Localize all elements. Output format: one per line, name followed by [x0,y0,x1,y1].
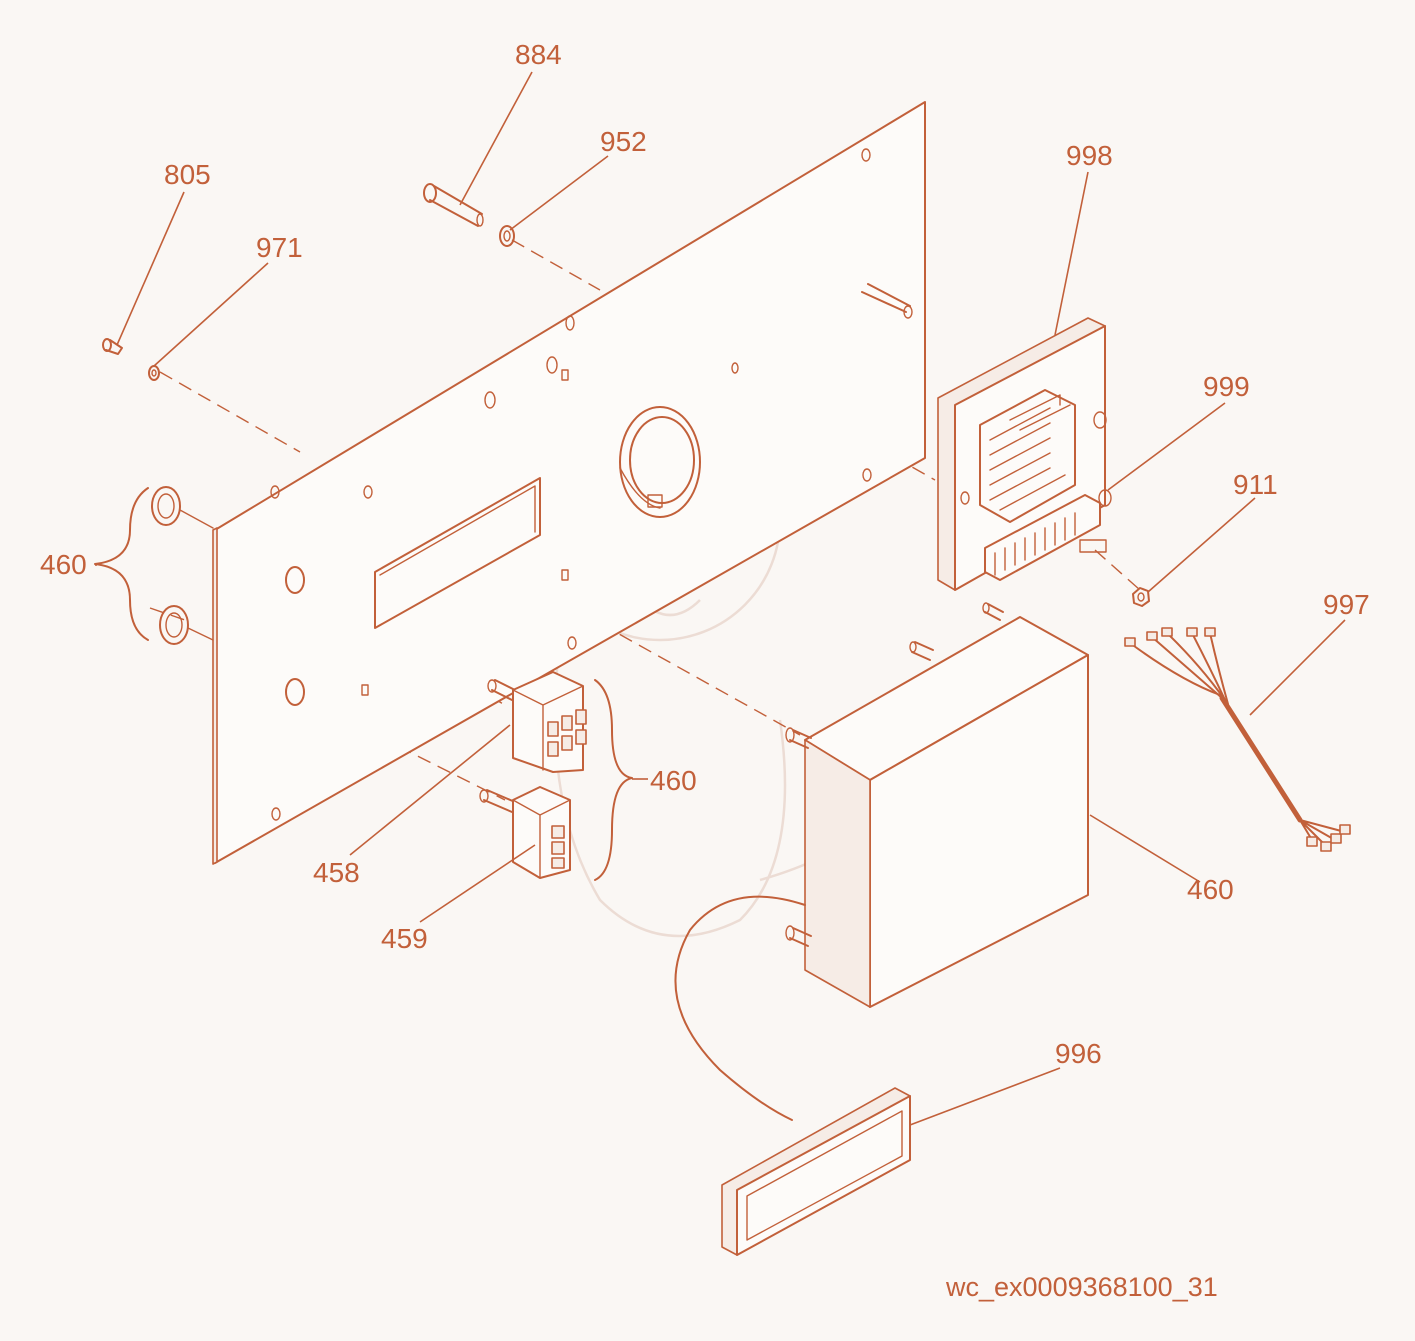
callout-952: 952 [600,126,647,157]
callout-911: 911 [1233,469,1278,500]
panel-studs [361,283,913,696]
screw-805-icon [102,338,123,355]
callout-884: 884 [515,39,562,70]
knob-icon [619,406,701,518]
callout-999: 999 [1203,371,1250,402]
bracket-460-mid [594,679,633,881]
display-frame-996-icon [721,1087,911,1256]
switch-459-icon [479,786,571,879]
callout-459: 459 [381,923,428,954]
washer-952-icon [499,225,515,247]
washer-971-icon [148,365,160,381]
callout-997: 997 [1323,589,1370,620]
leader-lines [116,71,1346,1126]
control-board-998-icon [937,317,1112,591]
grommet-460-left-icon [94,486,214,645]
callout-998: 998 [1066,140,1113,171]
callout-971: 971 [256,232,303,263]
callout-labels: 805 971 884 952 998 999 911 997 460 460 … [40,39,1370,1069]
callout-458: 458 [313,857,360,888]
heatsink-icon [979,389,1076,523]
panel-holes [270,148,872,821]
callout-460-switches: 460 [650,765,697,796]
callout-805: 805 [164,159,211,190]
callout-460-module: 460 [1187,874,1234,905]
callout-460-grommets: 460 [40,549,87,580]
wire-harness-997-icon [1124,627,1351,852]
switch-458-icon [487,671,587,773]
drawing-code: wc_ex0009368100_31 [945,1272,1218,1302]
front-panel [212,101,926,865]
terminal-strip-icon [984,494,1107,581]
callout-996: 996 [1055,1038,1102,1069]
nut-911-icon [1132,587,1150,607]
module-box-460-icon [674,602,1089,1121]
pin-884-icon [423,183,484,227]
